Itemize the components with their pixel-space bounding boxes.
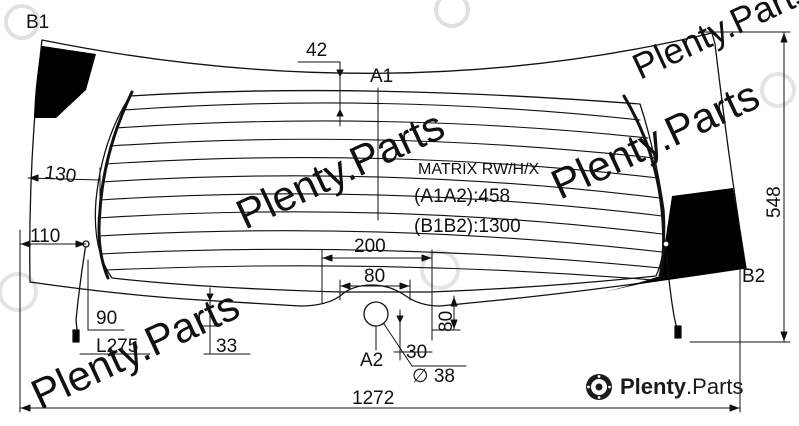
dim-diameter-38: ∅ 38 (412, 366, 455, 387)
black-band-right-bottom (604, 188, 746, 292)
glass-outline (29, 32, 747, 307)
distance-b1b2: (B1B2):1300 (414, 216, 521, 237)
brand-dot: . (686, 374, 693, 399)
label-a1: A1 (370, 66, 393, 87)
heater-line (99, 193, 663, 217)
dim-80-vertical: 80 (436, 311, 457, 332)
heater-line (105, 265, 655, 281)
heater-line (99, 248, 661, 269)
heater-grid (97, 102, 663, 281)
heater-line (105, 156, 659, 179)
dim-110: 110 (30, 226, 60, 247)
brand-watermark: Plenty.Parts (584, 370, 744, 404)
watermark-logo-icon (434, 0, 470, 28)
connector-plug-left (72, 329, 80, 343)
wiper-hole (363, 301, 389, 327)
dim-200: 200 (354, 236, 386, 257)
heater-line (97, 230, 663, 253)
brand-name: Plenty (620, 374, 687, 399)
connector-wire-left (75, 243, 87, 341)
dim-548: 548 (764, 186, 785, 218)
heater-line (97, 211, 663, 235)
watermark-logo-icon (0, 272, 38, 312)
inner-visible-area (94, 89, 666, 293)
label-a2: A2 (360, 350, 383, 371)
connector-terminal-right (662, 240, 670, 248)
watermark-logo-icon (4, 4, 40, 40)
dim-33: 33 (216, 336, 237, 357)
brand-tld: Parts (692, 374, 744, 399)
dimension-lines (19, 31, 791, 413)
heater-line (115, 120, 649, 139)
bus-bar-right (622, 94, 666, 278)
bus-bar-left (97, 90, 134, 280)
dim-42: 42 (306, 40, 327, 61)
heater-line (123, 102, 641, 121)
distance-a1a2: (A1A2):458 (414, 186, 510, 207)
connector-wire-right (665, 243, 679, 335)
dim-30: 30 (406, 342, 427, 363)
dim-1272: 1272 (352, 388, 394, 409)
heater-line (101, 175, 661, 199)
dim-80-horizontal: 80 (364, 266, 385, 287)
dim-l275: L275 (96, 336, 138, 357)
black-band-left-dark (36, 46, 94, 116)
label-b1: B1 (26, 12, 49, 33)
model-name: MATRIX RW/H/X (418, 161, 540, 178)
brake-disc-logo-icon (586, 374, 612, 400)
connector-plug-right (674, 325, 682, 339)
watermark-logo-icon (760, 72, 796, 108)
label-b2: B2 (742, 266, 765, 287)
dim-90: 90 (96, 308, 117, 329)
dim-130: 130 (43, 162, 77, 187)
heater-line (109, 138, 655, 159)
